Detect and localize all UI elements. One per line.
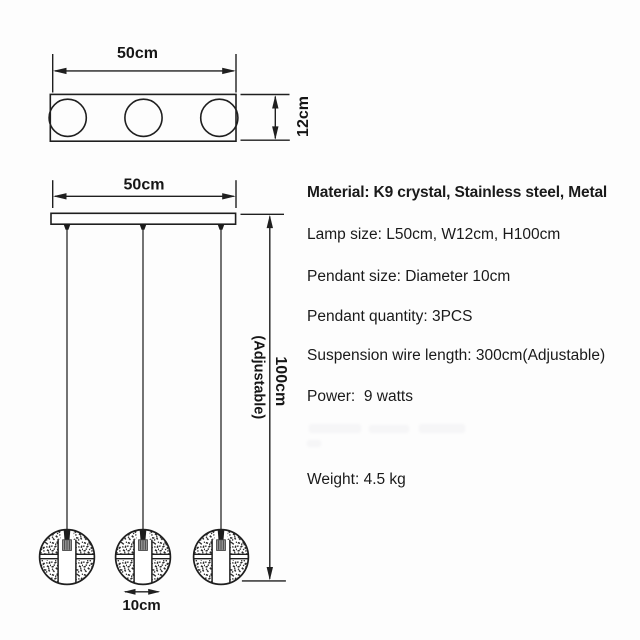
faded-text-artifact [307, 440, 321, 447]
spec-lamp-size: Lamp size: L50cm, W12cm, H100cm [307, 225, 561, 243]
top-view-depth-label: 12cm [295, 96, 312, 137]
top-view-width-label: 50cm [117, 45, 158, 62]
front-view-height-note: (Adjustable) [251, 335, 267, 419]
spec-wire-length: Suspension wire length: 300cm(Adjustable… [307, 347, 606, 365]
cord-grips [63, 224, 225, 230]
top-view-width-dimension: 50cm [52, 45, 237, 93]
front-view-height-label: 100cm [272, 356, 289, 406]
pendant-diameter-label: 10cm [122, 597, 160, 614]
front-view-width-dimension: 50cm [52, 177, 237, 208]
top-view-hole-3 [199, 98, 239, 138]
spec-material: Material: K9 crystal, Stainless steel, M… [307, 184, 608, 201]
top-view [48, 93, 239, 143]
front-view-width-label: 50cm [124, 177, 165, 194]
crystal-pendant-2 [115, 529, 172, 585]
spec-power: Power: 9 watts [307, 388, 413, 406]
top-view-hole-1 [48, 98, 88, 138]
spec-pendant-size: Pendant size: Diameter 10cm [307, 268, 511, 286]
suspension-wires [66, 229, 222, 531]
top-view-plate [49, 93, 237, 143]
top-view-hole-2 [124, 98, 163, 138]
faded-text-artifact [369, 425, 409, 433]
faded-text-artifact [419, 424, 465, 433]
crystal-pendant-3 [193, 529, 250, 585]
top-view-depth-dimension: 12cm [240, 93, 312, 141]
spec-weight: Weight: 4.5 kg [307, 471, 406, 488]
faded-text-artifact [309, 424, 361, 433]
front-view-height-dimension: 100cm (Adjustable) [240, 213, 289, 582]
ceiling-canopy [50, 212, 237, 226]
spec-pendant-quantity: Pendant quantity: 3PCS [307, 307, 473, 325]
crystal-pendant-1 [39, 529, 96, 585]
pendant-diameter-dimension: 10cm [122, 588, 161, 614]
